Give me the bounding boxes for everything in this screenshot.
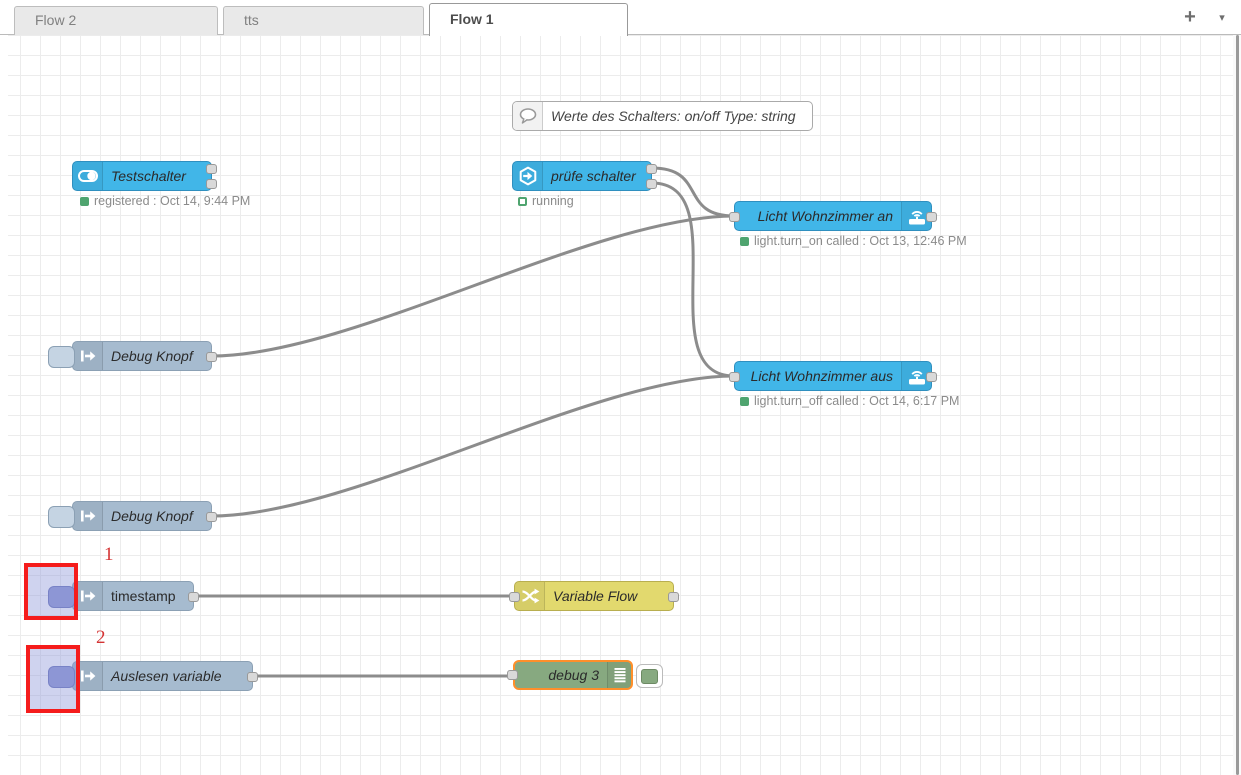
- hexagon-arrow-icon: [513, 162, 543, 190]
- chevron-down-icon: ▾: [1219, 11, 1225, 24]
- highlight-box-2: [26, 645, 80, 713]
- inject-button[interactable]: [48, 506, 75, 528]
- output-port[interactable]: [206, 512, 217, 522]
- output-port[interactable]: [926, 372, 937, 382]
- inject-arrow-icon: [73, 342, 103, 370]
- node-label: timestamp: [111, 588, 176, 604]
- node-label: Licht Wohnzimmer an: [757, 208, 893, 224]
- comment-node[interactable]: Werte des Schalters: on/off Type: string: [512, 101, 813, 131]
- node-label: Debug Knopf: [111, 508, 193, 524]
- debug-enable-button[interactable]: [636, 664, 663, 688]
- input-port[interactable]: [729, 372, 740, 382]
- node-licht-wohnzimmer-an[interactable]: Licht Wohnzimmer an: [729, 201, 937, 231]
- canvas-left-margin: [0, 35, 8, 775]
- inject-button[interactable]: [48, 346, 75, 368]
- debug-enable-indicator: [641, 668, 658, 684]
- vertical-scrollbar[interactable]: [1233, 35, 1241, 775]
- node-status: light.turn_off called : Oct 14, 6:17 PM: [740, 394, 959, 408]
- add-flow-button[interactable]: +: [1176, 0, 1204, 34]
- inject-arrow-icon: [73, 502, 103, 530]
- node-auslesen-variable[interactable]: Auslesen variable: [48, 661, 258, 691]
- highlight-box-1: [24, 563, 78, 620]
- node-label: prüfe schalter: [551, 168, 636, 184]
- node-label: Variable Flow: [553, 588, 638, 604]
- output-port[interactable]: [926, 212, 937, 222]
- output-port-2[interactable]: [646, 179, 657, 189]
- node-debug-3[interactable]: debug 3: [507, 660, 633, 690]
- wire-pruefe-to-licht-aus[interactable]: [650, 181, 736, 378]
- input-port[interactable]: [507, 670, 518, 680]
- home-assistant-device-icon: [901, 362, 931, 390]
- node-label: Debug Knopf: [111, 348, 193, 364]
- comment-label: Werte des Schalters: on/off Type: string: [551, 108, 796, 124]
- output-port[interactable]: [247, 672, 258, 682]
- flow-canvas[interactable]: Werte des Schalters: on/off Type: string…: [0, 35, 1233, 775]
- shuffle-icon: [515, 582, 545, 610]
- inject-arrow-icon: [73, 582, 103, 610]
- node-timestamp[interactable]: timestamp: [48, 581, 199, 611]
- node-label: Auslesen variable: [111, 668, 222, 684]
- status-dot-icon: [80, 196, 89, 206]
- node-label: Licht Wohnzimmer aus: [750, 368, 893, 384]
- status-ring-icon: [518, 196, 527, 206]
- node-label: Testschalter: [111, 168, 186, 184]
- input-port[interactable]: [509, 592, 520, 602]
- input-port[interactable]: [729, 212, 740, 222]
- node-status: light.turn_on called : Oct 13, 12:46 PM: [740, 234, 967, 248]
- node-status: running: [518, 194, 574, 208]
- node-status: registered : Oct 14, 9:44 PM: [80, 194, 250, 208]
- tab-flow-1-active[interactable]: Flow 1: [429, 3, 628, 36]
- node-debug-knopf-1[interactable]: Debug Knopf: [48, 341, 217, 371]
- tab-flow-2[interactable]: Flow 2: [14, 6, 218, 35]
- wire-layer: [192, 166, 736, 678]
- plus-icon: +: [1184, 5, 1196, 28]
- output-port[interactable]: [188, 592, 199, 602]
- comment-icon: [513, 102, 543, 130]
- node-debug-knopf-2[interactable]: Debug Knopf: [48, 501, 217, 531]
- tab-tts[interactable]: tts: [223, 6, 424, 35]
- node-testschalter[interactable]: Testschalter: [72, 161, 217, 191]
- highlight-number-1: 1: [104, 544, 114, 565]
- output-port-1[interactable]: [206, 164, 217, 174]
- flow-list-menu-button[interactable]: ▾: [1208, 0, 1236, 34]
- debug-lines-icon: [607, 662, 631, 688]
- status-dot-icon: [740, 396, 749, 406]
- output-port-2[interactable]: [206, 179, 217, 189]
- output-port[interactable]: [206, 352, 217, 362]
- scrollbar-thumb[interactable]: [1236, 35, 1239, 775]
- output-port[interactable]: [668, 592, 679, 602]
- wire-debugknopf2-to-licht-aus[interactable]: [210, 374, 736, 518]
- wire-pruefe-to-licht-an[interactable]: [650, 166, 736, 218]
- status-dot-icon: [740, 236, 749, 246]
- node-variable-flow[interactable]: Variable Flow: [509, 581, 679, 611]
- output-port-1[interactable]: [646, 164, 657, 174]
- inject-button[interactable]: [48, 666, 75, 688]
- flow-tab-bar: Flow 2 tts Flow 1 + ▾: [0, 0, 1241, 36]
- toggle-switch-icon: [73, 162, 103, 190]
- node-pruefe-schalter[interactable]: prüfe schalter: [512, 161, 657, 191]
- highlight-number-2: 2: [96, 627, 106, 648]
- node-licht-wohnzimmer-aus[interactable]: Licht Wohnzimmer aus: [729, 361, 937, 391]
- node-label: debug 3: [548, 667, 599, 683]
- wire-debugknopf1-to-licht-an[interactable]: [210, 214, 736, 358]
